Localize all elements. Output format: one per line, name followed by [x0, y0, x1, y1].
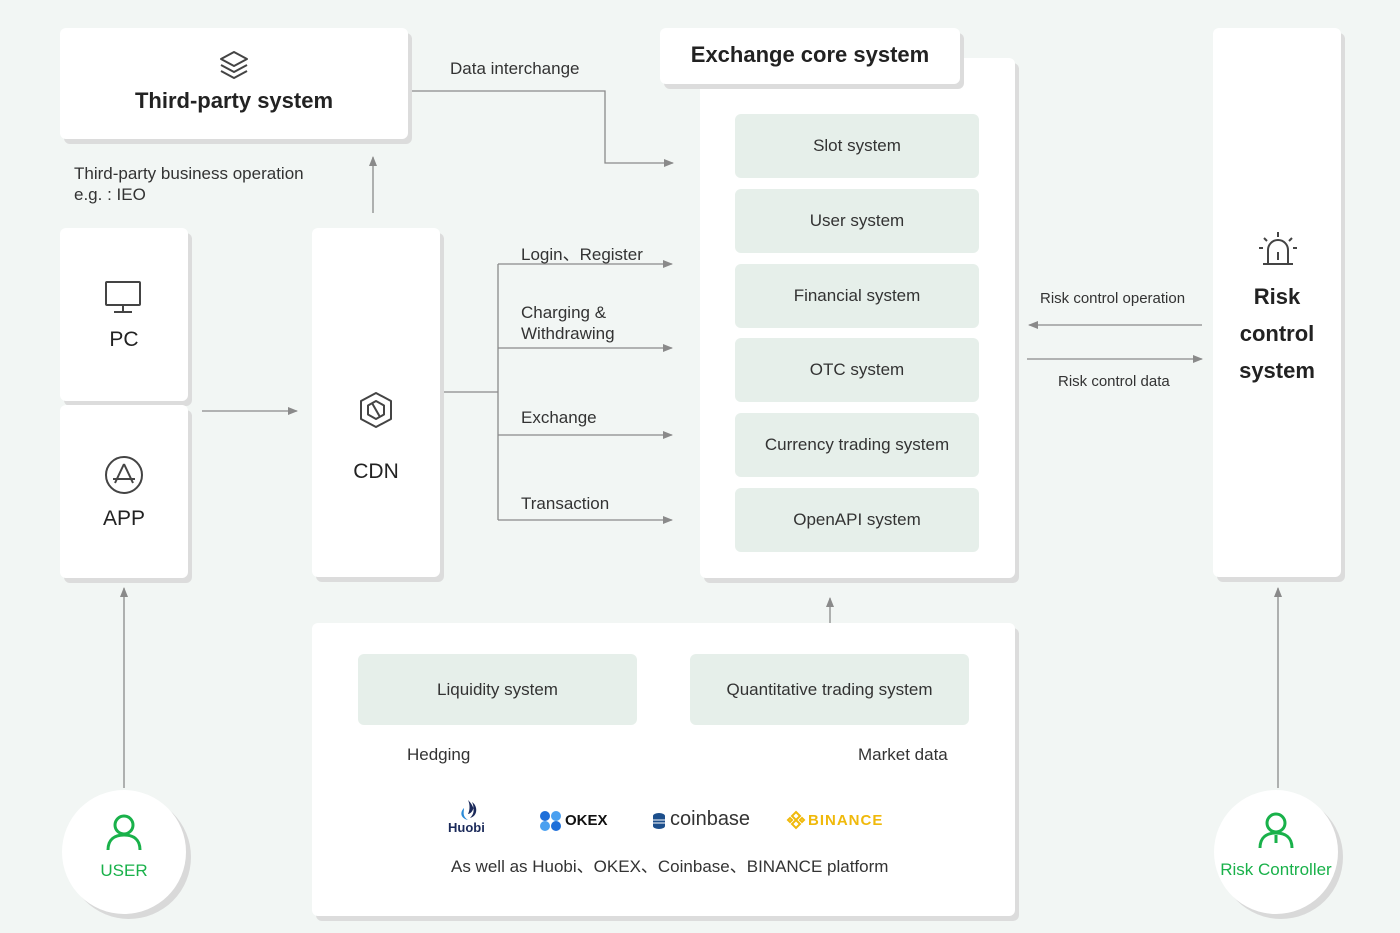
data-interchange-arrow — [410, 90, 674, 167]
huobi-logo-text: Huobi — [448, 820, 485, 835]
user-icon — [104, 812, 144, 857]
third-party-op-line1: Third-party business operation — [74, 164, 304, 183]
okex-logo-text: OKEX — [565, 812, 608, 829]
market-data-label: Market data — [858, 745, 948, 764]
openapi-system: OpenAPI system — [735, 488, 979, 552]
monitor-icon — [104, 280, 142, 319]
third-party-system-card: Third-party system — [60, 28, 408, 139]
hedging-label: Hedging — [407, 745, 471, 764]
cdn-label: CDN — [353, 460, 399, 483]
user-system: User system — [735, 189, 979, 253]
risk-controller-circle: Risk Controller — [1214, 790, 1338, 914]
risk-title-line2: control — [1239, 321, 1315, 346]
exchange-label: Exchange — [521, 408, 597, 427]
huobi-logo: Huobi — [448, 798, 492, 838]
slot-system: Slot system — [735, 114, 979, 178]
exchange-core-title: Exchange core system — [690, 42, 930, 67]
liquidity-system: Liquidity system — [358, 654, 637, 725]
charging-label-line1: Charging & — [521, 303, 607, 322]
risk-control-system-card: Risk control system — [1213, 28, 1341, 577]
currency-trading-system: Currency trading system — [735, 413, 979, 477]
app-card: APP — [60, 405, 188, 578]
quantitative-trading-system: Quantitative trading system — [690, 654, 969, 725]
login-register-label: Login、Register — [521, 245, 643, 264]
charging-label-line2: Withdrawing — [521, 324, 615, 343]
platforms-note: As well as Huobi、OKEX、Coinbase、BINANCE p… — [451, 857, 889, 876]
layers-icon — [217, 48, 251, 87]
risk-op-label: Risk control operation — [1040, 290, 1186, 307]
user-circle: USER — [62, 790, 186, 914]
risk-title-line3: system — [1239, 358, 1315, 383]
exchange-core-title-box: Exchange core system — [660, 28, 960, 84]
third-party-op-line2: e.g. : IEO — [74, 185, 146, 204]
data-interchange-label: Data interchange — [450, 59, 580, 78]
pc-card: PC — [60, 228, 188, 401]
alarm-light-icon — [1258, 230, 1298, 271]
user-label: USER — [100, 861, 148, 880]
app-store-icon — [104, 455, 144, 500]
risk-data-label: Risk control data — [1058, 373, 1170, 390]
coinbase-logo-text: coinbase — [670, 808, 751, 830]
risk-title-line1: Risk — [1253, 284, 1301, 309]
cdn-card: CDN — [312, 228, 440, 577]
third-party-title: Third-party system — [134, 88, 334, 113]
transaction-label: Transaction — [521, 494, 610, 513]
risk-controller-label: Risk Controller — [1220, 860, 1332, 879]
binance-logo-text: BINANCE — [808, 812, 884, 829]
financial-system: Financial system — [735, 264, 979, 328]
pc-label: PC — [109, 328, 139, 351]
app-label: APP — [102, 507, 146, 530]
otc-system: OTC system — [735, 338, 979, 402]
user-icon — [1256, 810, 1296, 855]
cube-icon — [358, 391, 394, 434]
